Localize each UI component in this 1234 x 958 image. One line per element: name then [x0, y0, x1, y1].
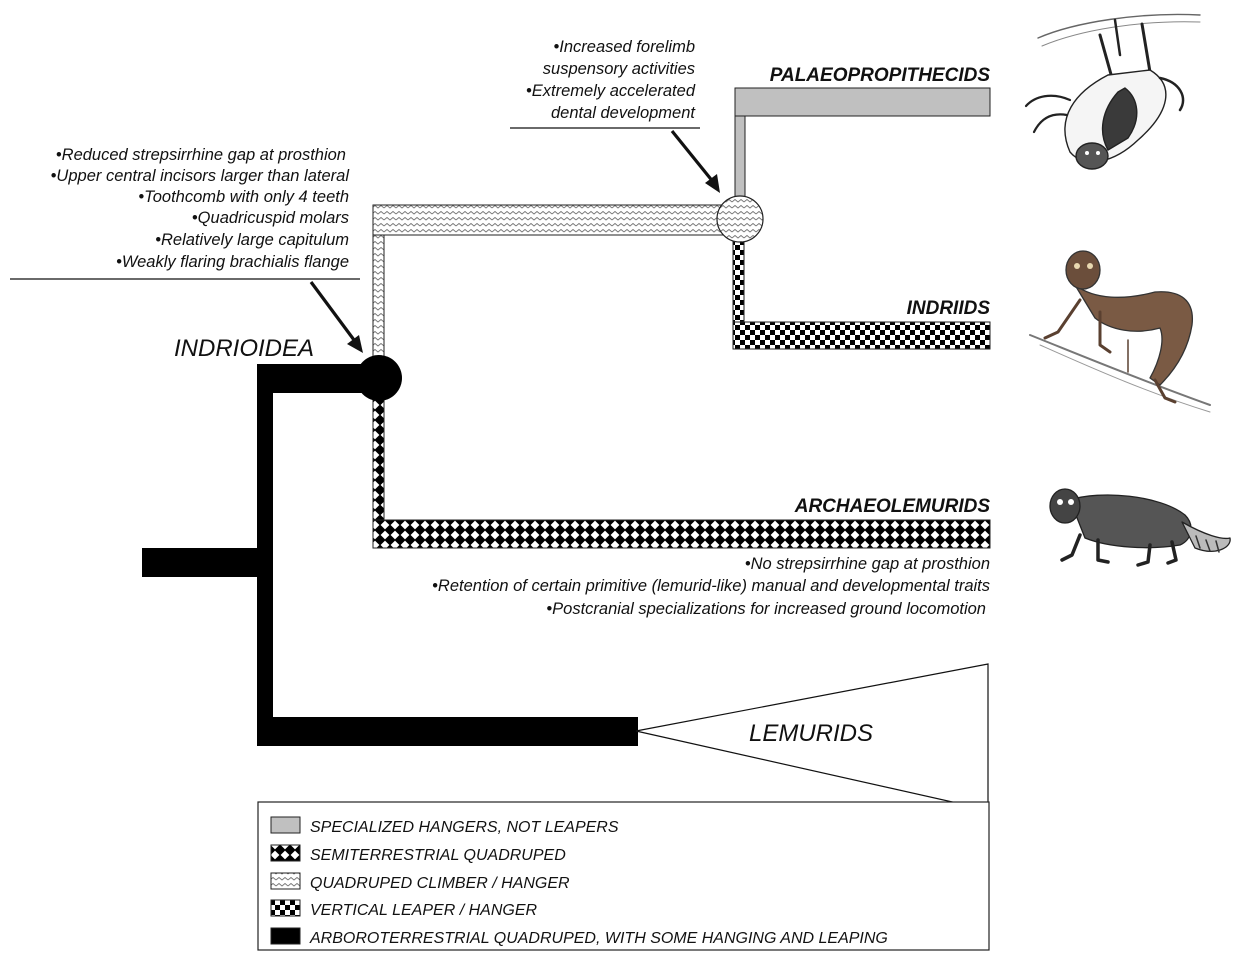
legend-label: ARBOROTERRESTRIAL QUADRUPED, WITH SOME H…: [309, 930, 888, 947]
palaeopropithecid-notes: •Increased forelimb suspensory activitie…: [526, 38, 696, 122]
palaeo-note: suspensory activities: [543, 60, 695, 78]
indriids-branch: [732, 321, 991, 350]
legend: SPECIALIZED HANGERS, NOT LEAPERS SEMITER…: [257, 801, 990, 951]
palaeo-note: •Extremely accelerated: [526, 82, 696, 100]
legend-swatch-black: [270, 927, 301, 945]
indriid-vertical: [732, 239, 745, 325]
archaeolemurid-vertical: [372, 393, 385, 523]
archaeo-note: •No strepsirrhine gap at prosthion: [745, 555, 990, 573]
archaeolemurids-branch: [372, 519, 991, 549]
indrioidea-label: INDRIOIDEA: [174, 335, 314, 362]
palaeopropithecid-branches: [734, 87, 991, 199]
legend-label: QUADRUPED CLIMBER / HANGER: [310, 875, 570, 892]
hanging-sloth-lemur-illustration: [1024, 13, 1201, 170]
indrioidea-note: •Toothcomb with only 4 teeth: [138, 188, 349, 206]
palaeo-arrow-line: [670, 129, 716, 185]
indrioidea-node: [356, 355, 402, 401]
stem-vertical: [257, 364, 273, 746]
indrioidea-note: •Reduced strepsirrhine gap at prosthion: [56, 146, 346, 164]
indrioidea-note: •Weakly flaring brachialis flange: [116, 253, 349, 271]
palaeo-arrow-head: [705, 174, 720, 193]
indriid-palaeo-ancestor-branch: [372, 204, 742, 236]
ancestral-climber-branches: [372, 204, 742, 366]
indrioidea-notes: •Reduced strepsirrhine gap at prosthion …: [51, 146, 351, 271]
palaeopropithecids-label: PALAEOPROPITHECIDS: [770, 65, 991, 86]
root-stub: [142, 548, 267, 577]
indrioidea-arrow-line: [309, 281, 359, 345]
indriid-branches: [732, 239, 991, 350]
archaeo-note: •Postcranial specializations for increas…: [546, 600, 986, 618]
indrioidea-note: •Relatively large capitulum: [155, 231, 349, 249]
legend-swatch-gray: [270, 816, 301, 834]
legend-swatch-diamond: [270, 844, 301, 862]
archaeolemurids-label: ARCHAEOLEMURIDS: [794, 496, 991, 517]
indriids-label: INDRIIDS: [907, 298, 991, 319]
note-leaders: [10, 127, 720, 353]
lemurids-label: LEMURIDS: [749, 720, 873, 747]
legend-label: SPECIALIZED HANGERS, NOT LEAPERS: [310, 819, 619, 836]
legend-swatch-wave: [270, 872, 301, 890]
archaeolemur-walking-illustration: [1049, 488, 1231, 567]
archaeo-note: •Retention of certain primitive (lemurid…: [432, 577, 990, 595]
archaeolemurid-notes: •No strepsirrhine gap at prosthion •Rete…: [432, 555, 990, 618]
archaeolemurid-branches: [372, 393, 991, 549]
indriid-palaeo-node: [716, 195, 764, 243]
palaeo-note: dental development: [551, 104, 696, 122]
indrioidea-note: •Upper central incisors larger than late…: [51, 167, 351, 185]
legend-box: [257, 801, 990, 951]
indrioidea-note: •Quadricuspid molars: [192, 209, 349, 227]
legend-label: SEMITERRESTRIAL QUADRUPED: [310, 847, 566, 864]
lemurids-clade-triangle: [635, 663, 989, 811]
indrioidea-arrow-head: [347, 335, 363, 353]
palaeo-note: •Increased forelimb: [553, 38, 695, 56]
legend-label: VERTICAL LEAPER / HANGER: [310, 902, 537, 919]
palaeopropithecids-branch: [734, 87, 991, 117]
indriid-climbing-illustration: [1029, 250, 1211, 413]
stem-branches: [142, 364, 638, 746]
lemurids-branch: [257, 717, 638, 746]
legend-swatch-check: [270, 899, 301, 917]
